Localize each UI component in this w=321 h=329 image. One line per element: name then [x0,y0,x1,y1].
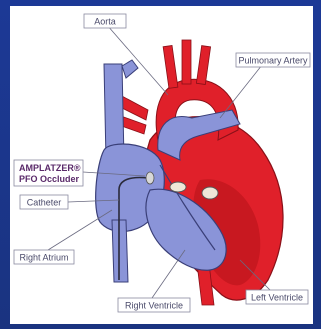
aorta-branch-2 [182,40,191,84]
leader-right-atrium [48,210,112,250]
label-right-atrium: Right Atrium [14,250,74,264]
label-pulmonary-artery: Pulmonary Artery [236,53,310,67]
label-aorta-text: Aorta [94,17,116,27]
svc-branch [122,60,138,78]
aorta-branch-3 [196,46,210,85]
occluder-disc-right [146,172,154,184]
label-right-ventricle-text: Right Ventricle [125,301,183,311]
label-left-ventricle: Left Ventricle [246,290,308,304]
label-catheter-text: Catheter [27,198,62,208]
label-pulmonary-artery-text: Pulmonary Artery [238,56,308,66]
label-catheter: Catheter [20,195,68,209]
label-aorta: Aorta [84,14,126,28]
label-occluder-line2: PFO Occluder [19,174,80,184]
valve-disc [202,187,218,199]
aorta-branch-1 [163,46,178,89]
leader-right-ventricle [152,250,185,298]
label-right-ventricle: Right Ventricle [118,298,190,312]
leader-pulmonary-artery [220,65,262,118]
label-occluder-line1: AMPLATZER® [19,163,81,173]
label-right-atrium-text: Right Atrium [19,253,68,263]
occluder-disc-left [170,182,186,192]
label-left-ventricle-text: Left Ventricle [251,293,303,303]
inferior-vena-cava [112,220,128,282]
label-occluder: AMPLATZER® PFO Occluder [14,160,83,186]
